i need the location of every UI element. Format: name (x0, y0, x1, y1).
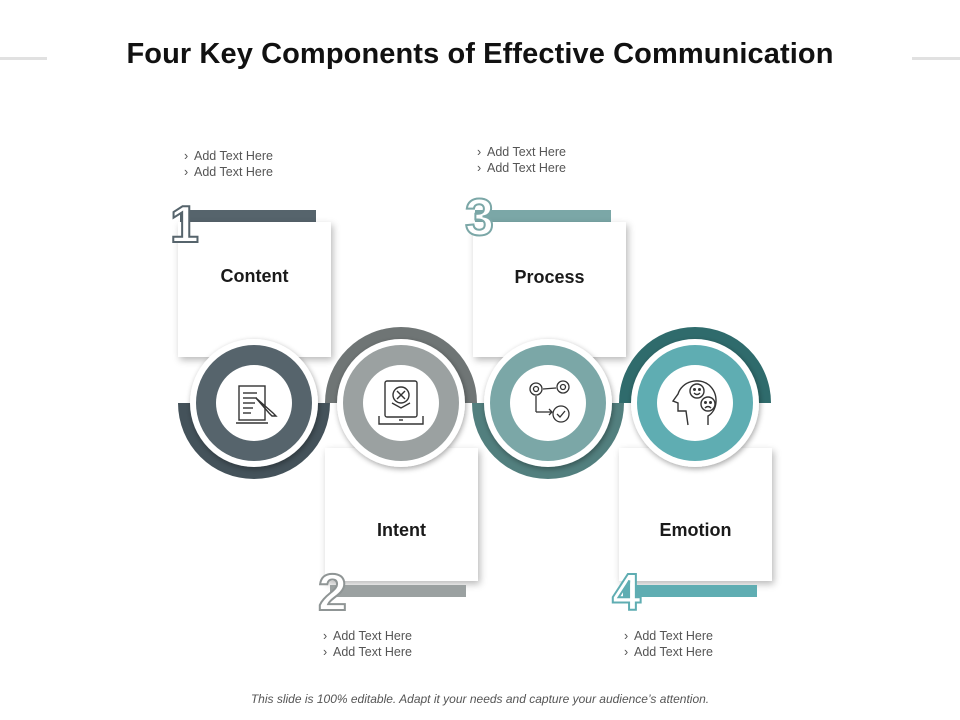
tablet-target-icon (378, 380, 424, 425)
label-intent: Intent (377, 520, 426, 540)
bullet-item: Add Text Here (323, 644, 412, 660)
label-process: Process (514, 267, 585, 287)
accent-bar-1 (180, 210, 316, 222)
card-emotion (619, 448, 772, 581)
card-process (473, 222, 626, 357)
bullet-item: Add Text Here (323, 628, 412, 644)
inner-process (510, 365, 586, 441)
number-4: 4 (612, 564, 641, 622)
accent-bar-4 (623, 585, 757, 597)
card-content (178, 222, 331, 357)
bullets-emotion: Add Text Here Add Text Here (624, 628, 713, 660)
page-title: Four Key Components of Effective Communi… (126, 38, 834, 70)
bullet-item: Add Text Here (624, 628, 713, 644)
title-decor-line-right (912, 57, 960, 60)
inner-emotion (657, 365, 733, 441)
bullet-item: Add Text Here (477, 144, 566, 160)
footer-note: This slide is 100% editable. Adapt it yo… (250, 692, 710, 706)
accent-bar-3 (475, 210, 611, 222)
bullet-item: Add Text Here (624, 644, 713, 660)
head-emotions-icon (671, 380, 717, 426)
bullet-item: Add Text Here (184, 164, 273, 180)
gears-workflow-icon (529, 380, 570, 423)
number-1: 1 (170, 196, 199, 254)
accent-bar-2 (330, 585, 466, 597)
label-emotion: Emotion (659, 520, 732, 540)
bullets-intent: Add Text Here Add Text Here (323, 628, 412, 660)
bullets-process: Add Text Here Add Text Here (477, 144, 566, 176)
card-intent (325, 448, 478, 581)
label-content: Content (220, 266, 289, 286)
title-decor-line-left (0, 57, 47, 60)
bullet-item: Add Text Here (184, 148, 273, 164)
bullet-item: Add Text Here (477, 160, 566, 176)
document-edit-icon (236, 385, 278, 424)
bullets-content: Add Text Here Add Text Here (184, 148, 273, 180)
number-3: 3 (465, 189, 494, 247)
number-2: 2 (318, 564, 347, 622)
